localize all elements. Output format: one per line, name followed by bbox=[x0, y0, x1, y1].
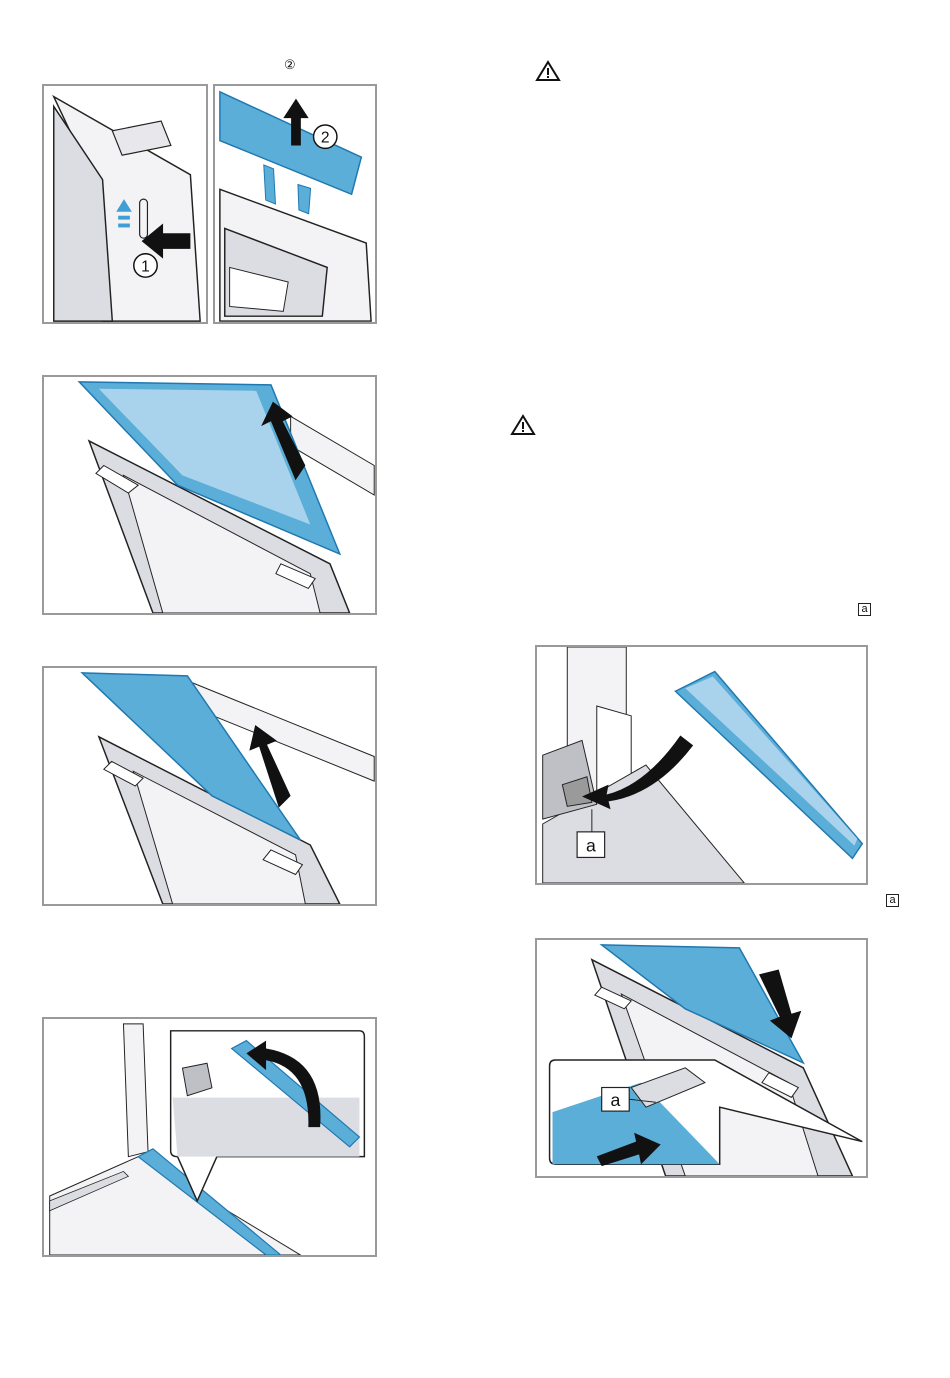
figure-clip-insert-drawing: a bbox=[537, 647, 866, 883]
figure-remove-pane-outer bbox=[42, 375, 377, 615]
figure-remove-pane-inner bbox=[42, 666, 377, 906]
figure-remove-pane-inner-drawing bbox=[44, 668, 375, 904]
figure-press-release-drawing: 1 bbox=[44, 86, 206, 322]
figure-lift-cover-drawing: 2 bbox=[215, 86, 375, 322]
step-2-number: 2 bbox=[321, 130, 330, 147]
step-marker-2: ② bbox=[284, 58, 296, 72]
figure-clip-insert: a bbox=[535, 645, 868, 885]
figure-lift-cover: 2 bbox=[213, 84, 377, 324]
figure-flip-clip-drawing bbox=[44, 1019, 375, 1255]
figure-remove-pane-outer-drawing bbox=[44, 377, 375, 613]
label-a-marker: a bbox=[858, 603, 871, 616]
callout-a-label: a bbox=[586, 836, 596, 856]
figure-pane-insert: a bbox=[535, 938, 868, 1178]
figure-flip-clip bbox=[42, 1017, 377, 1257]
figure-pane-insert-drawing: a bbox=[537, 940, 866, 1176]
label-a-marker: a bbox=[886, 894, 899, 907]
figure-press-release: 1 bbox=[42, 84, 208, 324]
warning-triangle-icon bbox=[510, 414, 536, 436]
warning-triangle-icon bbox=[535, 60, 561, 82]
callout-a-label: a bbox=[611, 1090, 621, 1110]
step-1-number: 1 bbox=[141, 258, 150, 275]
